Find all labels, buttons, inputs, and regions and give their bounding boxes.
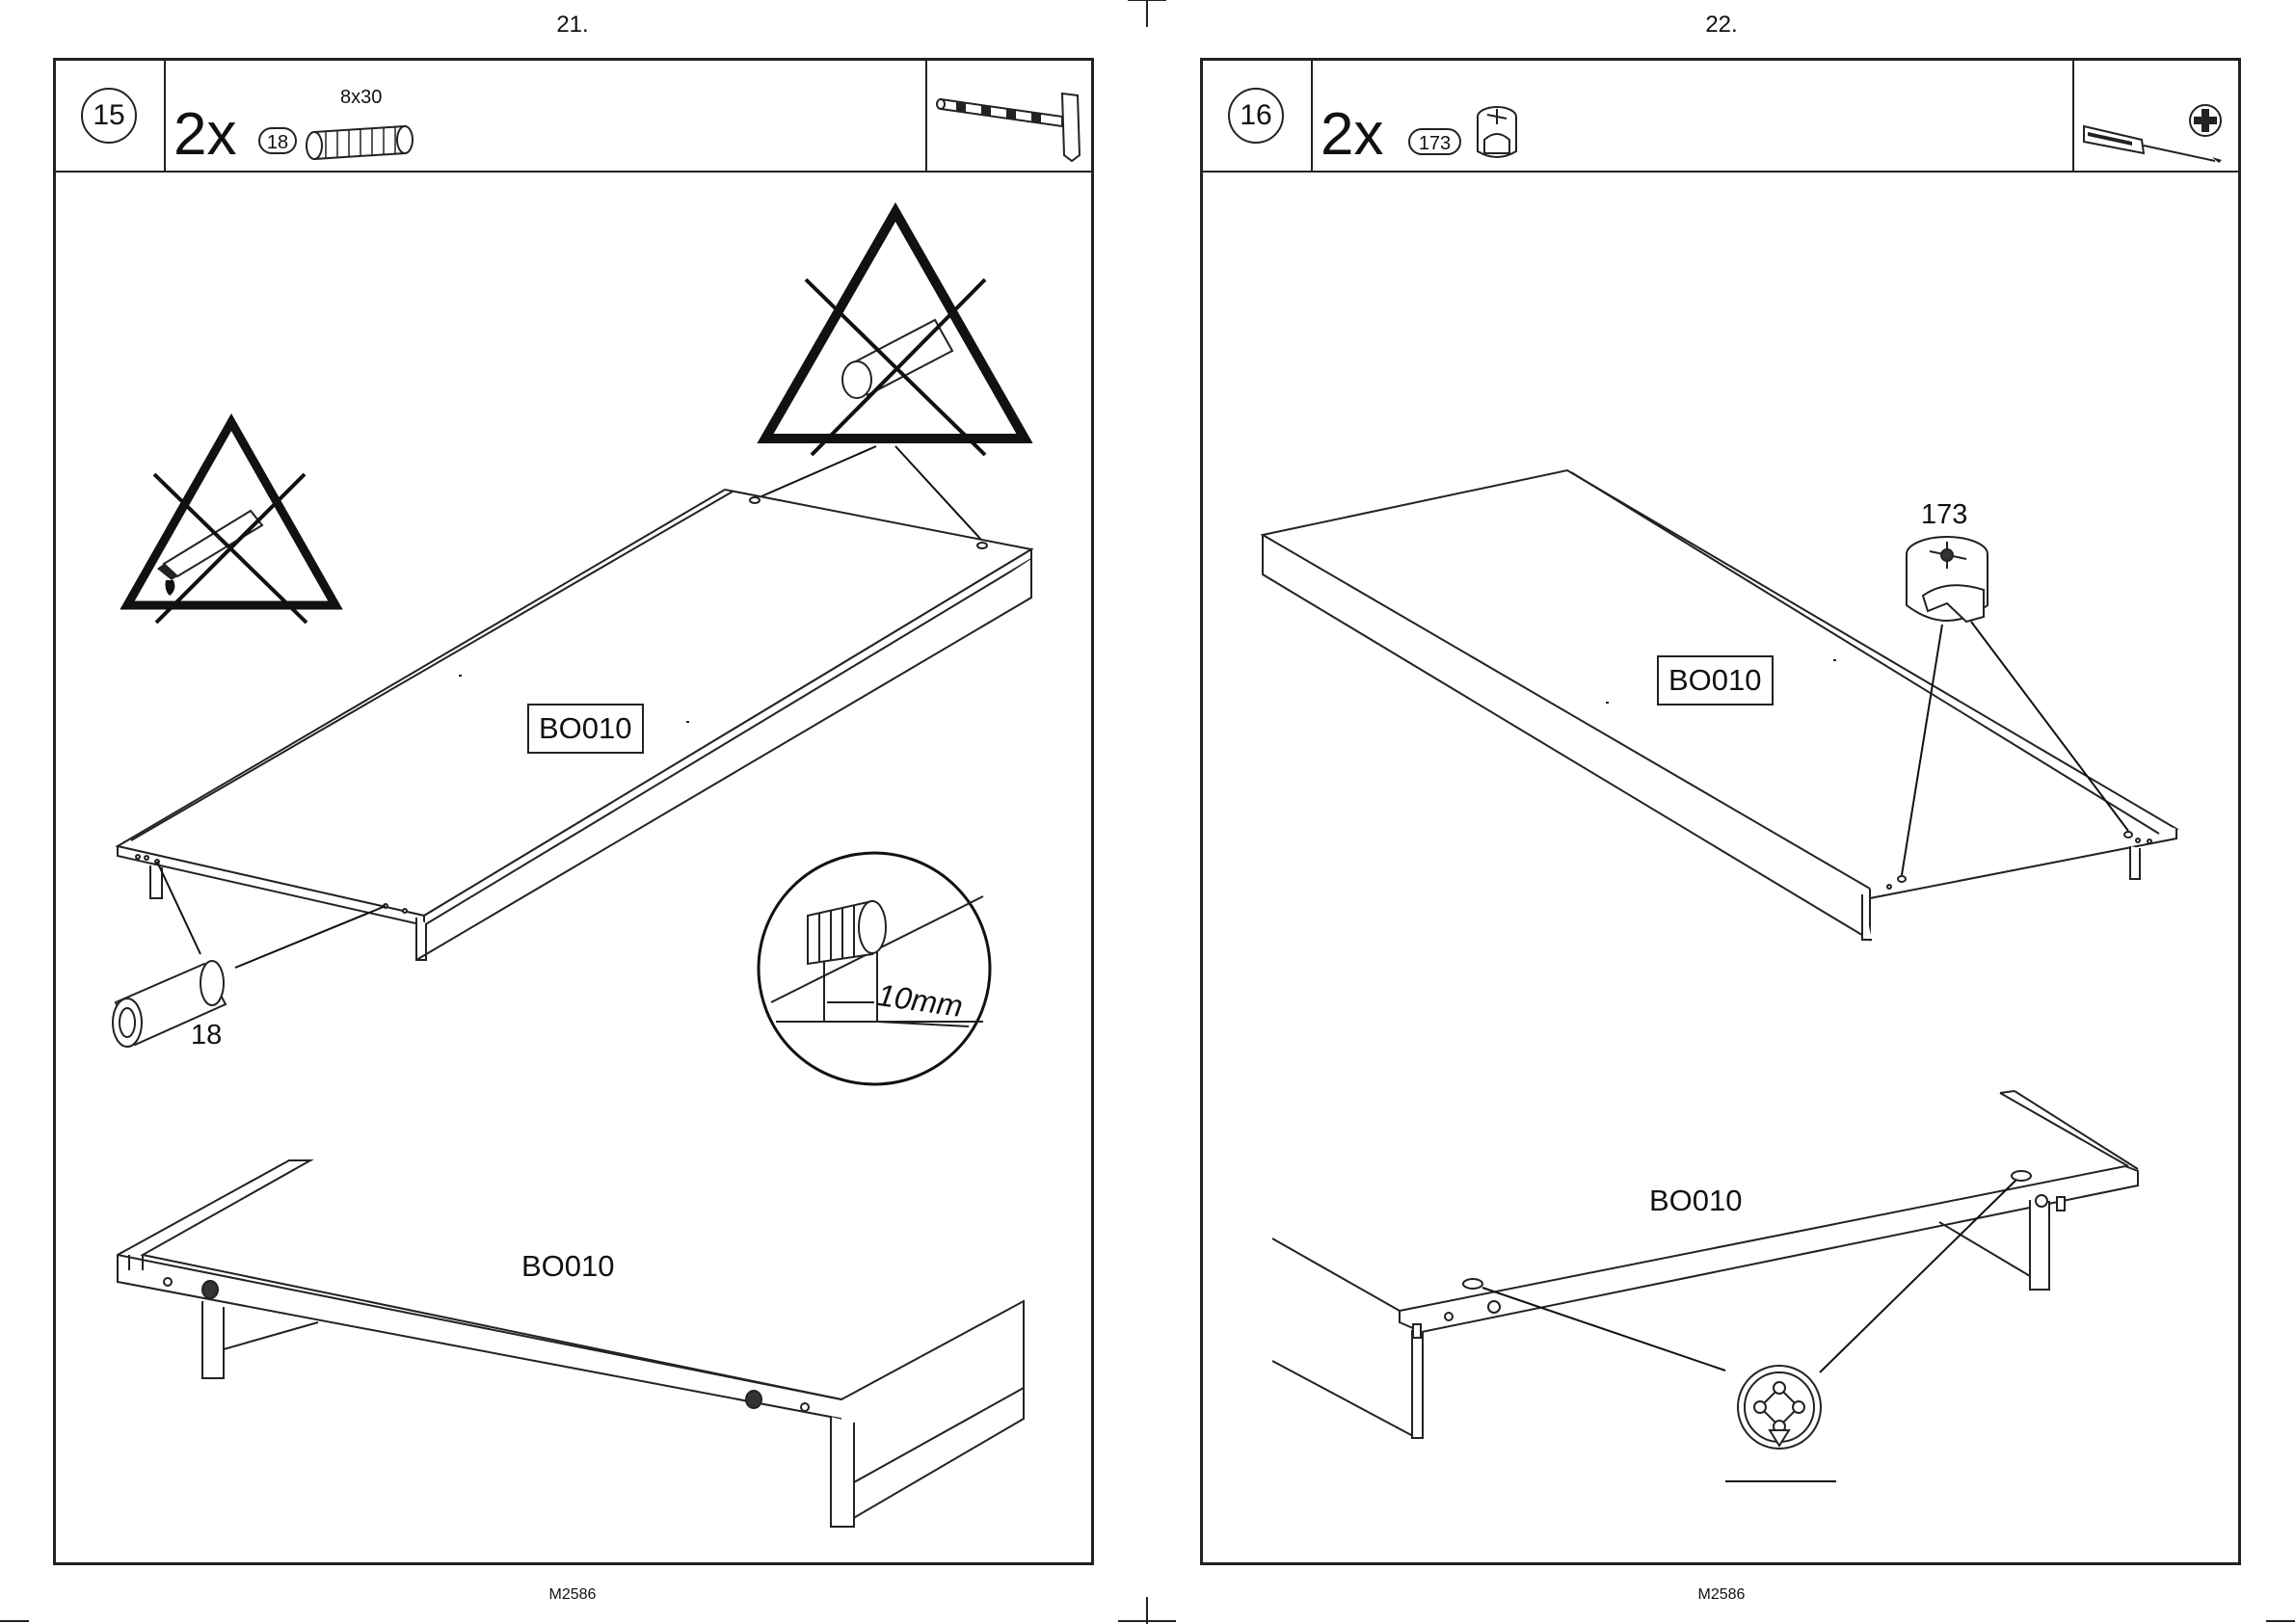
panel-bottom	[1272, 1091, 2138, 1438]
panel-label-top: BO010	[1657, 655, 1774, 706]
callout-part-number: 173	[1921, 499, 1967, 531]
cam-orientation-detail	[1738, 1366, 1821, 1449]
panel-label-bottom: BO010	[1649, 1184, 1743, 1218]
cam-lock-part	[1907, 537, 1988, 622]
